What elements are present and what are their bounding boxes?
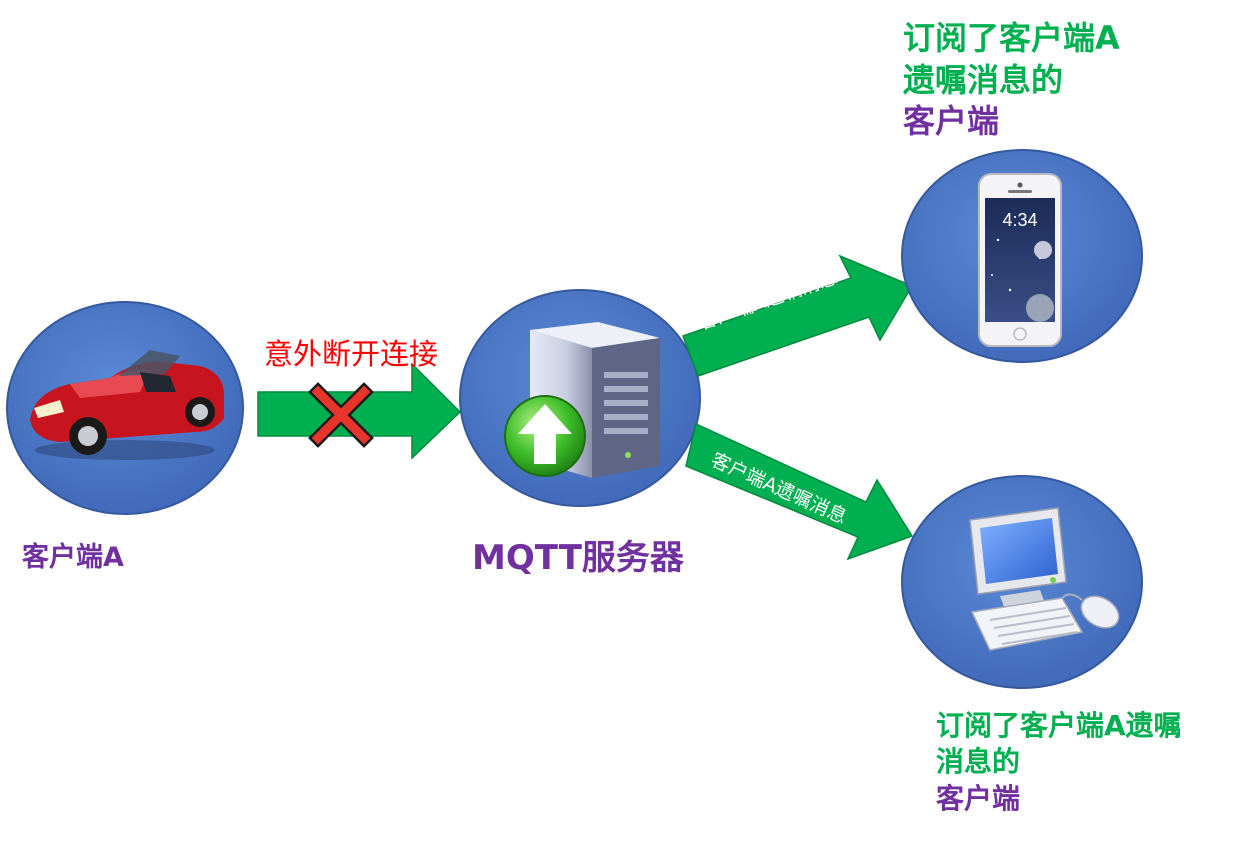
upload-arrow-icon: [504, 395, 586, 477]
server-label: MQTT服务器: [472, 538, 684, 578]
server-node: [459, 289, 701, 507]
pc-client-label: 订阅了客户端A遗嘱 消息的 客户端: [936, 708, 1182, 817]
client-a-node: [6, 301, 244, 515]
arrow-to-pc: [685, 422, 914, 561]
pc-client-label-line2: 消息的: [936, 745, 1021, 779]
disconnect-label: 意外断开连接: [264, 337, 439, 371]
pc-client-label-line1: 订阅了客户端A遗嘱: [936, 709, 1182, 742]
phone-client-label: 订阅了客户端A 遗嘱消息的 客户端: [903, 18, 1120, 143]
phone-time: 4:34: [1002, 210, 1037, 230]
pc-client-node: [901, 475, 1143, 689]
phone-client-label-line3: 客户端: [903, 102, 1000, 141]
desktop-computer-icon: [969, 507, 1120, 651]
client-a-label: 客户端A: [22, 542, 124, 573]
phone-client-label-line1: 订阅了客户端A: [903, 19, 1120, 57]
disconnect-arrow: [257, 362, 462, 460]
smartphone-icon: 4:34: [978, 173, 1062, 347]
cross-icon: [308, 382, 374, 448]
car-icon: [30, 350, 224, 460]
phone-client-node: 4:34: [901, 149, 1143, 363]
arrow-to-phone: [682, 254, 914, 377]
phone-client-label-line2: 遗嘱消息的: [903, 60, 1064, 99]
pc-client-label-line3: 客户端: [936, 781, 1021, 815]
